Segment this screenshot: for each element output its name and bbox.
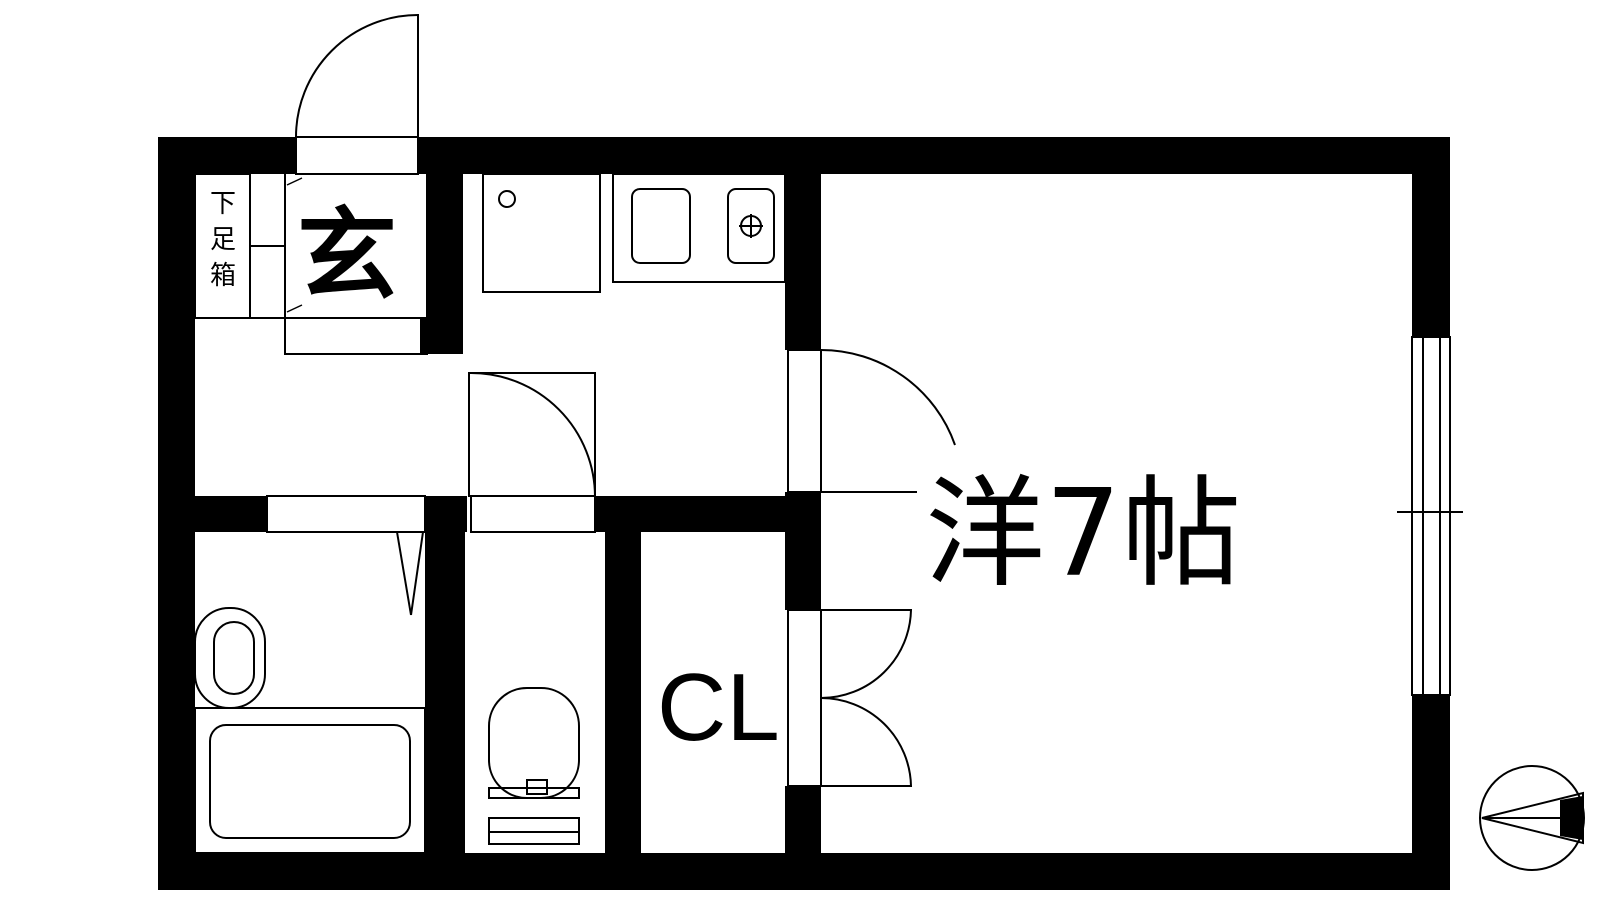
washing-machine-space [482,173,601,293]
shoe-box: 下 足 箱 [210,189,236,291]
interior-walls [195,174,821,853]
washbasin [194,607,266,709]
stove-icon [739,214,763,238]
exterior-walls [158,137,1450,890]
toilet-icon [488,687,580,845]
toilet-door[interactable] [468,372,596,533]
shoe-box-label-1: 下 [210,189,236,219]
entrance-area [194,173,428,355]
western-room-label: 洋7帖 [925,465,1241,604]
entrance-label: 玄 [297,196,397,314]
entrance-door[interactable] [295,14,419,175]
closet-doors[interactable] [787,609,913,787]
room-door[interactable] [787,349,956,493]
compass-icon [1479,765,1585,871]
closet-label: CL [657,654,780,761]
bathroom-door[interactable] [266,495,426,616]
kitchen-counter [612,173,786,283]
shoe-box-label-3: 箱 [210,261,236,291]
shoe-box-label-2: 足 [210,225,236,255]
window [1397,336,1463,696]
bathtub [194,707,426,854]
